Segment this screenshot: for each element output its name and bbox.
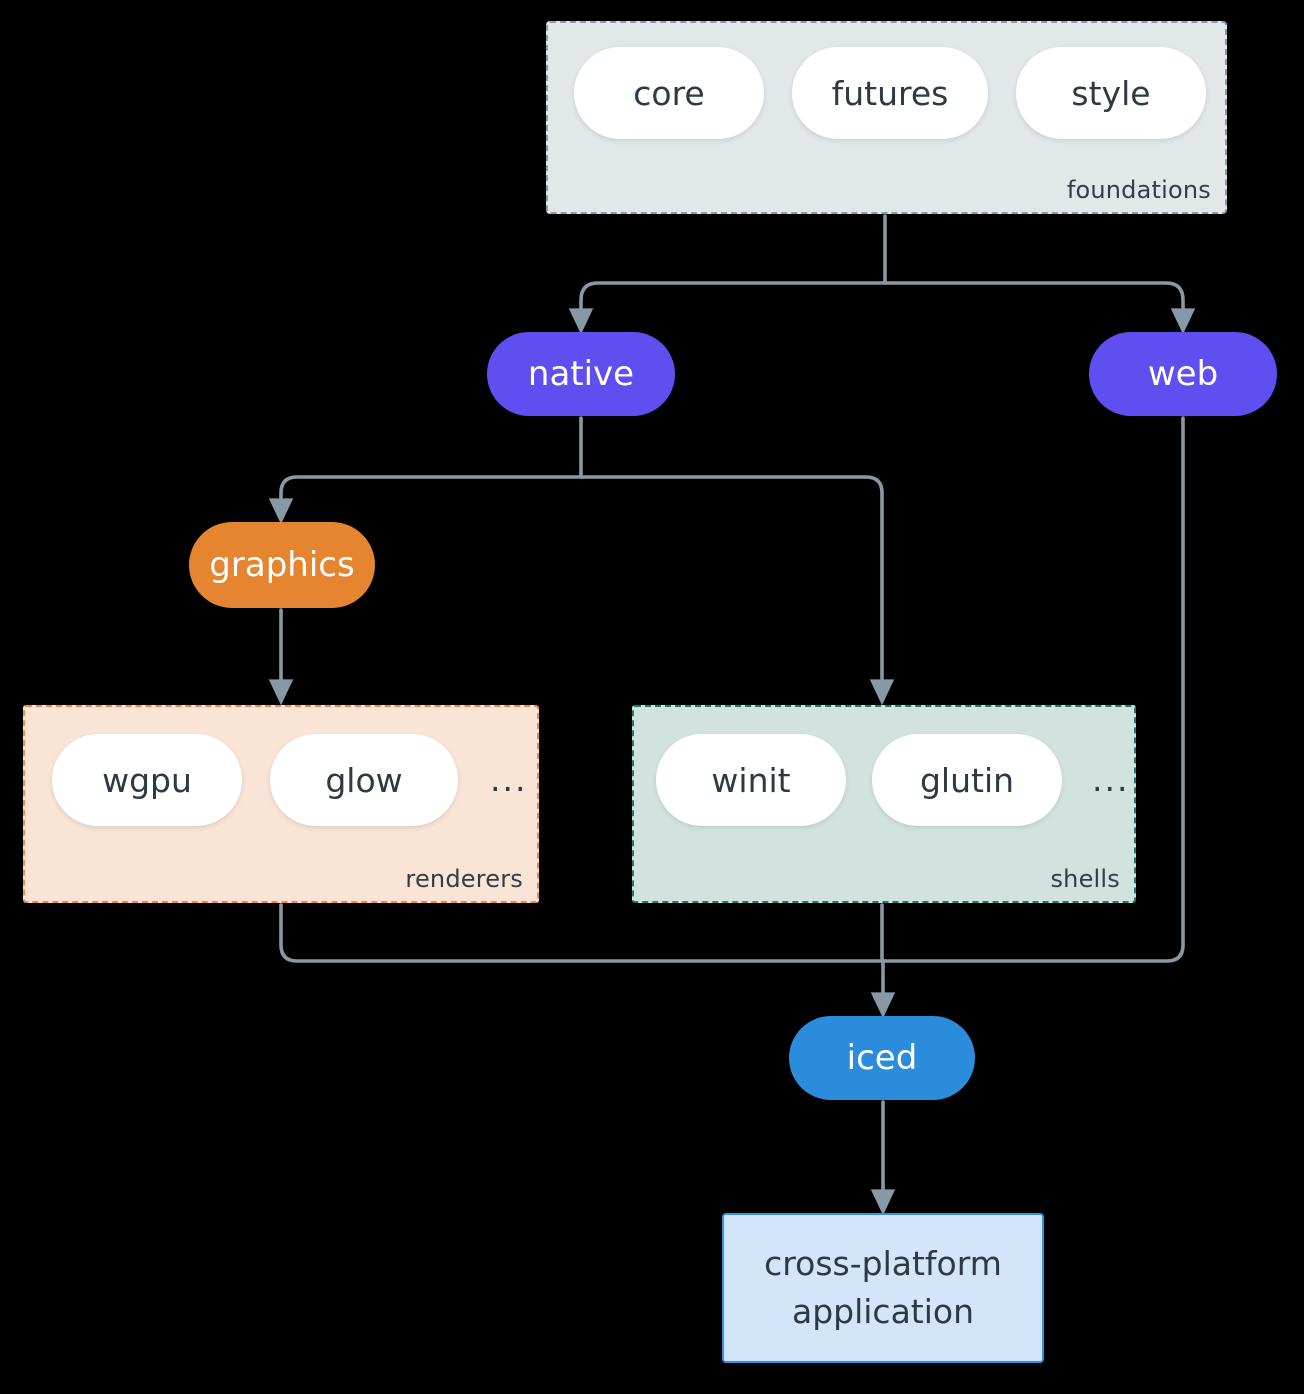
pill-winit[interactable]: winit [656,734,846,826]
group-renderers[interactable]: wgpu glow ... renderers [23,705,539,903]
edge-renderers-to-iced [279,903,887,963]
group-shells[interactable]: winit glutin ... shells [632,705,1136,903]
node-iced[interactable]: iced [789,1016,975,1100]
application-label-line1: cross-platform [764,1244,1002,1283]
shells-overflow-ellipsis: ... [1092,760,1130,799]
group-label-shells: shells [1050,865,1120,893]
edge-foundations-to-native [568,281,887,335]
pill-futures[interactable]: futures [792,47,988,139]
pill-style[interactable]: style [1016,47,1206,139]
pill-glutin[interactable]: glutin [872,734,1062,826]
shells-member-row: winit glutin ... [656,734,1129,826]
renderers-overflow-ellipsis: ... [490,760,528,799]
group-label-foundations: foundations [1066,176,1211,204]
node-cross-platform-application[interactable]: cross-platform application [722,1213,1044,1363]
group-foundations[interactable]: core futures style foundations [546,21,1227,214]
pill-core[interactable]: core [574,47,764,139]
node-web[interactable]: web [1089,332,1277,416]
node-native[interactable]: native [487,332,675,416]
renderers-member-row: wgpu glow ... [52,734,527,826]
group-label-renderers: renderers [405,865,523,893]
pill-glow[interactable]: glow [270,734,458,826]
node-graphics[interactable]: graphics [189,522,375,608]
edge-native-to-shells [579,475,895,706]
edge-native-to-graphics [268,475,583,525]
application-label-line2: application [791,1292,975,1331]
pill-wgpu[interactable]: wgpu [52,734,242,826]
foundations-member-row: core futures style [574,47,1206,139]
edge-foundations-to-web [883,281,1196,335]
